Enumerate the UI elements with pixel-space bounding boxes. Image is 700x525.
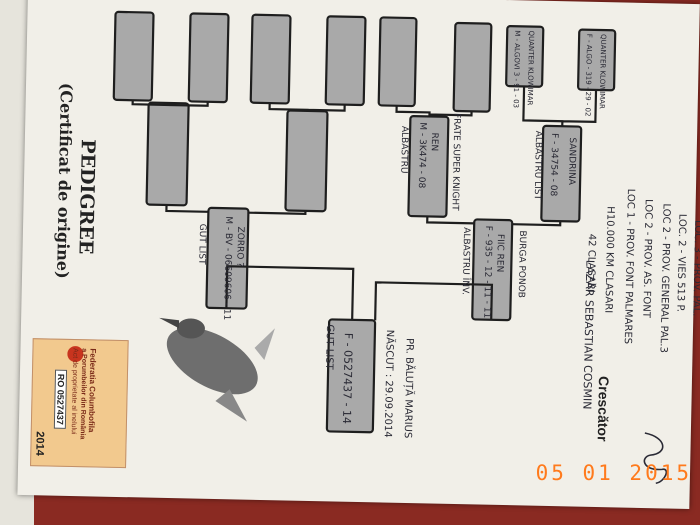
result-line: 42 CLASARI [585,234,597,293]
certificate-type: Act de proprietate al inelului [70,348,79,435]
main-born: NĂSCUT : 29.09.2014 [382,330,395,438]
dam-sire-sex: ALBASTRU [398,126,409,174]
ggs-note: QUANTER KLOWIMAR [526,30,536,105]
main-owner: PR. BĂLUȚĂ MARIUS [402,338,415,438]
pedigree-box [251,15,291,104]
dam-sex: ALBASTRU ÎNV. [460,227,471,295]
ggs-ring: M - ALGOVI 3 - 91 - 03 [512,30,522,108]
pedigree-box [147,103,189,206]
pedigree-box [114,12,154,101]
camera-date-stamp: 05 01 2015 [536,461,692,485]
dam-ring: F - 935 - 12 - 11 - 11 [481,226,493,319]
result-line: LOC. 3 - PROV. PAL. [690,220,700,317]
pigeon-photo [149,308,281,431]
result-line: H10.000 KM CLASARI [602,206,615,313]
dam-dam-ring: F - 34754 - 08 [548,133,559,196]
ggd-note: QUANTER KLOWIMAR [598,34,608,109]
dam-sire-note: REN [429,132,439,151]
page-title: PEDIGREE [74,139,98,255]
dam-dam-note: SANDRINA [566,137,577,185]
dam-sire-ring: M - 3K474 - 08 [416,122,427,188]
main-sex: GUT LIST [323,324,335,370]
dam-note: FIIC REN [494,234,505,273]
result-line: LOC. 2 - VIES 513 P. [674,214,687,313]
pedigree-box-dam-sire [408,116,448,217]
pedigree-box [189,13,229,102]
pedigree-paper: Federatia Columbofila a Porumbeilor din … [17,0,699,509]
pedigree-box [285,110,327,211]
pedigree-box [379,17,417,106]
dam-extra: BURGA PONOB [516,230,527,298]
ring-number: RO 0527437 [54,370,67,429]
dam-dam-sex: ALBASTRU LIST [532,131,543,200]
certificate-year: 2014 [33,431,46,456]
ring-certificate-label: Federatia Columbofila a Porumbeilor din … [30,338,129,468]
pedigree-box [326,16,366,105]
federation-name: Federatia Columbofila [87,348,98,432]
sire-sex: GUT LIST [196,224,207,265]
pedigree-box [454,23,492,112]
dam-sire-extra: FRATE SUPER KNIGHT [449,113,461,211]
main-ring: F - 0527437 - 14 [340,333,355,425]
breeder-label: Crescător [595,376,612,442]
sire-note: ZORRO ? [234,226,245,267]
